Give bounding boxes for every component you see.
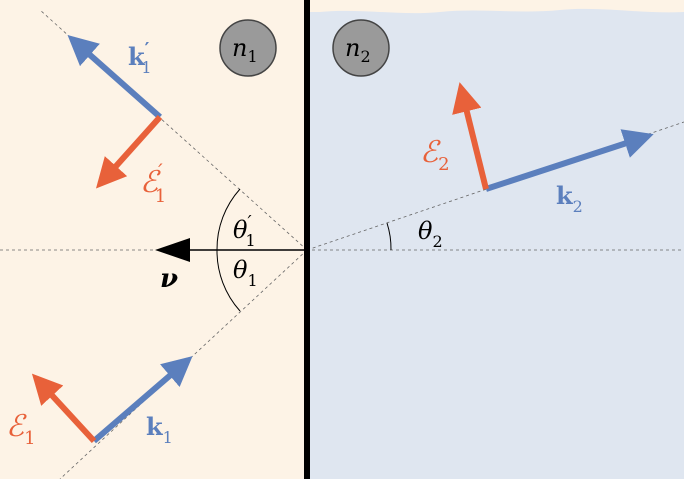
- e1p-label: ℰ′1: [140, 159, 166, 207]
- theta1-label: θ1: [233, 256, 258, 290]
- k1p-label: k′1: [128, 39, 152, 77]
- k2-arrow: [485, 129, 654, 192]
- e2-arrow: [452, 82, 489, 190]
- k1-arrow: [92, 356, 193, 444]
- e1-arrow: [31, 373, 97, 444]
- n2-label: n2: [345, 34, 371, 66]
- nu-arrowhead: [155, 238, 190, 262]
- nu-label: ν: [160, 264, 178, 294]
- theta2-arc: [386, 222, 392, 251]
- e1-label: ℰ1: [6, 409, 36, 449]
- n2-disk: [332, 19, 390, 77]
- medium-2-top-edge: [307, 0, 684, 14]
- theta1p-label: θ′1: [233, 212, 256, 250]
- n1-disk: [219, 19, 277, 77]
- angle-arcs: [216, 188, 392, 312]
- k1p-arrow: [67, 35, 162, 120]
- theta2-label: θ2: [418, 217, 443, 251]
- e2-label: ℰ2: [420, 135, 450, 175]
- theta1p-arc: [216, 188, 241, 251]
- k1-label: k1: [146, 412, 173, 447]
- e1p-arrow: [95, 114, 163, 189]
- k2-label: k2: [556, 181, 583, 216]
- n1-label: n1: [232, 34, 258, 66]
- theta1-arc: [216, 249, 241, 312]
- medium-2-region: [307, 0, 684, 479]
